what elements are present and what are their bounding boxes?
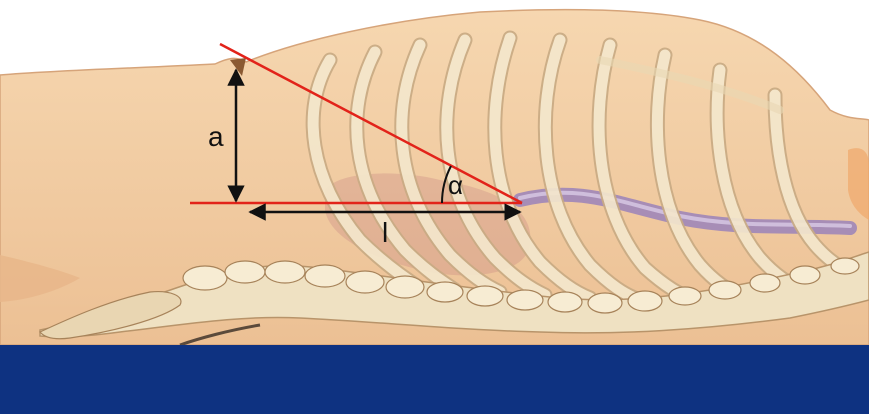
- height-label: a: [208, 121, 224, 152]
- length-label: l: [382, 217, 388, 248]
- angle-label: α: [448, 170, 463, 200]
- table-surface: [0, 345, 869, 414]
